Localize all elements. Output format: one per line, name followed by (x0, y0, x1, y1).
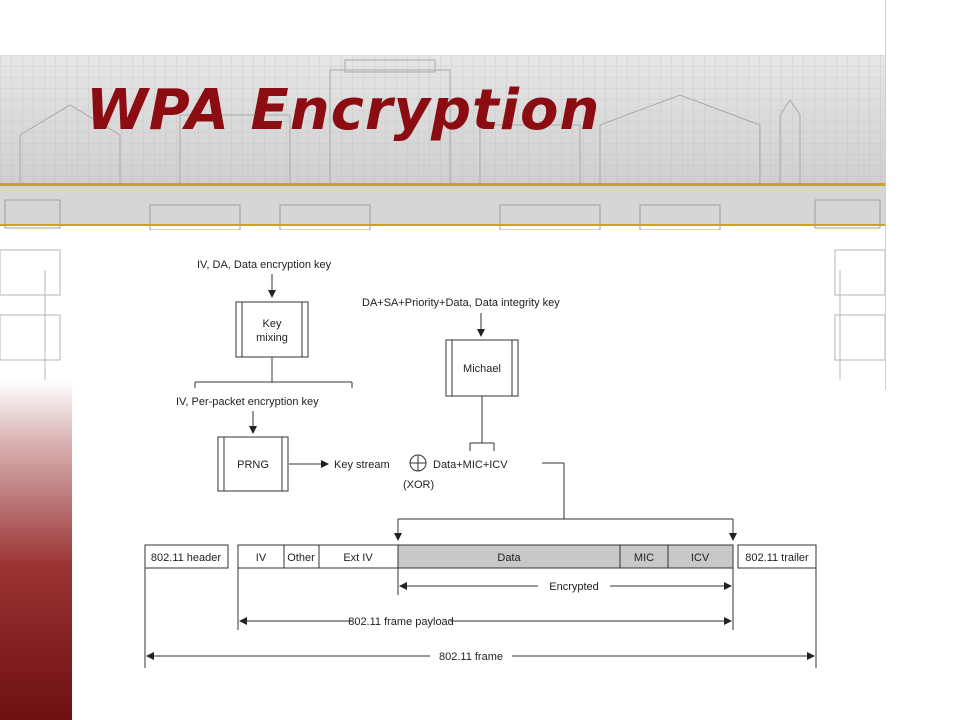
banner-lower-band (0, 186, 885, 224)
right-rule (885, 0, 886, 390)
data-mic-icv-label: Data+MIC+ICV (433, 459, 508, 471)
side-sketch-left (0, 249, 61, 380)
frame-trailer-field (737, 544, 817, 569)
banner-grid (0, 55, 885, 185)
svg-text:ICV: ICV (691, 552, 710, 564)
frame-label: 802.11 frame (439, 651, 503, 663)
key-mixing-label-2: mixing (256, 332, 288, 344)
michael-block (445, 339, 519, 397)
xor-label: (XOR) (403, 479, 434, 491)
gold-rule (0, 183, 885, 186)
svg-text:Other: Other (287, 552, 315, 564)
maroon-side-bar (0, 380, 72, 720)
prng-label: PRNG (237, 459, 269, 471)
span-guides (144, 568, 817, 668)
prng-block (217, 436, 289, 492)
xor-icon (409, 454, 427, 472)
gold-rule-bottom (0, 224, 885, 226)
svg-text:Data: Data (497, 552, 521, 564)
header-banner (0, 55, 885, 230)
encrypted-label: Encrypted (549, 581, 599, 593)
key-mixing-block (235, 301, 309, 358)
side-sketch-right (834, 249, 885, 380)
window-sketches (4, 199, 881, 230)
svg-text:Ext IV: Ext IV (343, 552, 373, 564)
svg-text:802.11 header: 802.11 header (151, 552, 221, 564)
payload-label: 802.11 frame payload (348, 616, 454, 628)
frame-header-field (144, 544, 229, 569)
input-integrity-label: DA+SA+Priority+Data, Data integrity key (362, 297, 560, 309)
michael-label: Michael (463, 363, 501, 375)
per-packet-key-label: IV, Per-packet encryption key (176, 396, 319, 408)
svg-text:802.11 trailer: 802.11 trailer (745, 552, 809, 564)
key-stream-label: Key stream (334, 459, 390, 471)
svg-text:IV: IV (256, 552, 267, 564)
key-mixing-label-1: Key (263, 318, 282, 330)
svg-text:MIC: MIC (634, 552, 654, 564)
frame-icv-field (667, 544, 734, 569)
input-encryption-label: IV, DA, Data encryption key (197, 259, 332, 271)
slide-title: WPA Encryption (86, 78, 601, 143)
